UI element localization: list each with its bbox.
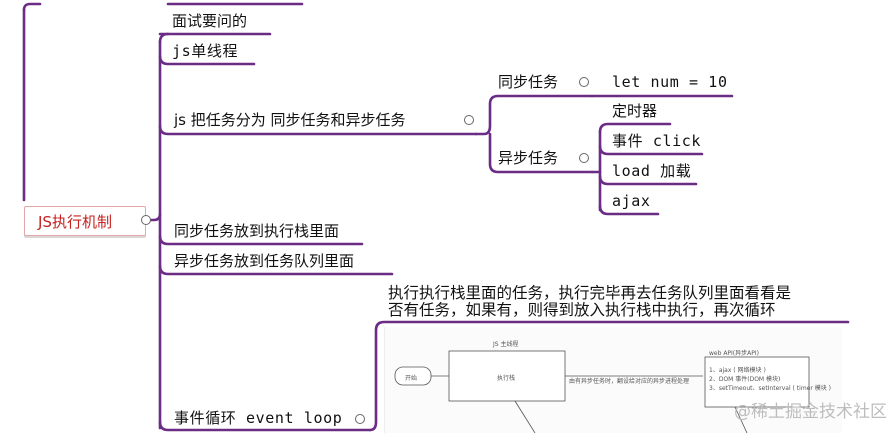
underline-sync-stack xyxy=(158,234,364,246)
embed-arrow-label: 由有异步任务时，翻设给对应的异步进程处理 xyxy=(569,378,690,385)
async-child-load[interactable]: load 加载 xyxy=(612,162,692,180)
embed-webapi-title: web API(异步API) xyxy=(709,350,759,357)
underline-single-thread xyxy=(158,54,256,66)
branch-interview[interactable]: 面试要问的 xyxy=(172,12,248,30)
embed-stack-label: 执行栈 xyxy=(497,375,516,382)
node-sync-task[interactable]: 同步任务 xyxy=(498,73,559,91)
watermark-text: @稀土掘金技术社区 xyxy=(734,402,887,422)
branch-sync-to-stack[interactable]: 同步任务放到执行栈里面 xyxy=(174,222,340,240)
root-connector-top-edge xyxy=(22,2,42,12)
split-to-async xyxy=(488,132,594,174)
embed-webapi-item-3: 3、setTimeout、setInterval ( timer 模块 ) xyxy=(709,385,831,392)
async-child-timer[interactable]: 定时器 xyxy=(612,102,658,120)
event-loop-note-line1[interactable]: 执行执行栈里面的任务，执行完毕再去任务队列里面看看是 xyxy=(388,284,792,302)
underline-split xyxy=(158,124,478,136)
embed-down-line-left xyxy=(514,400,536,433)
embed-down-line-right xyxy=(734,406,748,433)
embed-webapi-item-1: 1、ajax ( 网络模块 ) xyxy=(709,367,766,374)
split-to-subtrunk xyxy=(474,94,594,136)
event-loop-to-note xyxy=(368,320,850,432)
root-to-trunk xyxy=(142,212,162,222)
branch-event-loop[interactable]: 事件循环 event loop xyxy=(174,409,343,427)
event-loop-collapse-toggle[interactable] xyxy=(355,414,365,424)
node-let-num[interactable]: let num = 10 xyxy=(612,73,728,91)
root-collapse-toggle[interactable] xyxy=(141,215,151,225)
underline-event-loop xyxy=(158,420,372,432)
embed-webapi-box xyxy=(704,356,810,408)
branch-task-split[interactable]: js 把任务分为 同步任务和异步任务 xyxy=(174,111,406,129)
underline-load xyxy=(598,174,698,186)
branch-async-to-queue[interactable]: 异步任务放到任务队列里面 xyxy=(174,252,355,270)
root-node-label: JS执行机制 xyxy=(38,213,112,231)
embedded-figure-drawing xyxy=(394,350,810,433)
embed-start-label: 开始 xyxy=(405,375,418,382)
async-task-collapse-toggle[interactable] xyxy=(579,153,589,163)
branch-single-thread[interactable]: js单线程 xyxy=(172,42,239,60)
sync-task-collapse-toggle[interactable] xyxy=(579,77,589,87)
async-child-ajax[interactable]: ajax xyxy=(612,192,651,210)
underline-async-queue xyxy=(158,264,394,276)
task-split-collapse-toggle[interactable] xyxy=(464,115,474,125)
async-top-curve xyxy=(598,122,672,134)
embed-stack-box xyxy=(448,350,566,402)
underline-ajax xyxy=(598,204,660,216)
event-loop-note-line2[interactable]: 否有任务，如果有，则得到放入执行栈中执行，再次循环 xyxy=(388,301,776,319)
underline-click xyxy=(598,144,704,156)
embed-main-title: JS 主线程 xyxy=(493,341,519,348)
node-async-task[interactable]: 异步任务 xyxy=(498,149,559,167)
async-child-click[interactable]: 事件 click xyxy=(612,132,701,150)
embed-webapi-item-2: 2、DOM 事件(DOM 模块) xyxy=(709,376,781,383)
root-node[interactable] xyxy=(24,206,146,236)
embedded-event-loop-figure[interactable]: JS 主线程 开始 执行栈 由有异步任务时，翻设给对应的异步进程处理 web A… xyxy=(384,327,842,433)
